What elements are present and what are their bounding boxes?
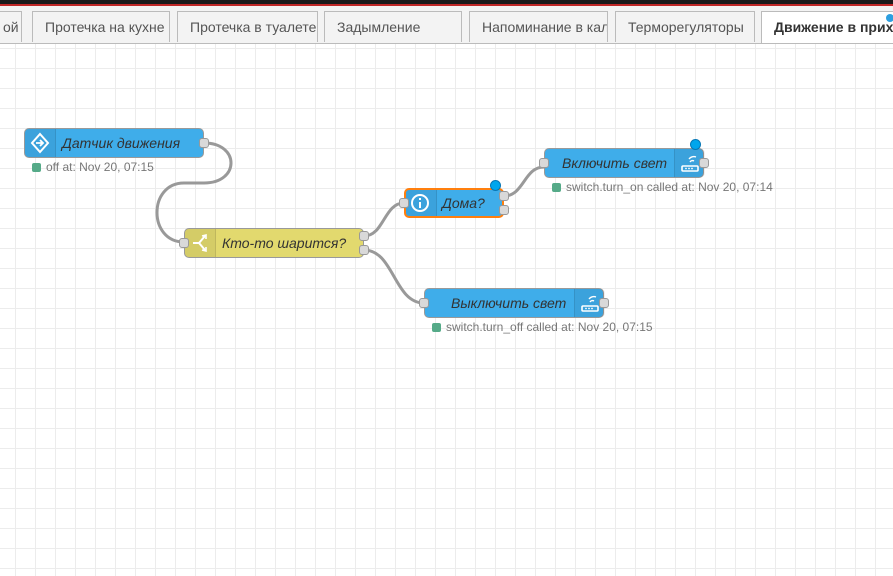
input-port[interactable] — [179, 238, 189, 248]
node-label: Датчик движения — [62, 135, 181, 151]
tab-kitchen-leak[interactable]: Протечка на кухне — [32, 11, 170, 42]
status-text: switch.turn_on called at: Nov 20, 07:14 — [566, 180, 773, 194]
tab-smoke[interactable]: Задымление — [324, 11, 462, 42]
header-accent-line — [0, 4, 893, 6]
node-changed-indicator — [690, 139, 701, 150]
wire-sensor-to-switch[interactable] — [155, 141, 233, 244]
node-label: Выключить свет — [451, 295, 567, 311]
flow-tab-bar: ой Протечка на кухне Протечка в туалете … — [0, 6, 893, 44]
node-icon-area — [25, 129, 56, 157]
output-port-2[interactable] — [359, 245, 369, 255]
status-dot — [32, 163, 41, 172]
node-light-off[interactable]: Выключить свет — [419, 288, 609, 318]
output-port[interactable] — [599, 298, 609, 308]
tab-label: Напоминание в кал — [482, 19, 608, 35]
output-port[interactable] — [699, 158, 709, 168]
node-label: Дома? — [442, 195, 485, 211]
status-dot — [552, 183, 561, 192]
router-icon — [581, 295, 599, 312]
wire-switch-to-home[interactable] — [363, 201, 405, 238]
node-changed-indicator — [490, 180, 501, 191]
input-port[interactable] — [399, 198, 409, 208]
tab-label: ой — [3, 19, 19, 35]
node-label: Кто-то шарится? — [222, 235, 347, 251]
node-status: switch.turn_on called at: Nov 20, 07:14 — [552, 180, 773, 194]
tab-hallway-motion[interactable]: Движение в прих — [761, 11, 893, 43]
node-light-on[interactable]: Включить свет — [539, 148, 709, 178]
tab-label: Протечка на кухне — [45, 19, 165, 35]
tab-toilet-leak[interactable]: Протечка в туалете — [177, 11, 318, 42]
node-home-check[interactable]: Дома? — [399, 188, 509, 218]
tab-label: Движение в прих — [774, 19, 893, 35]
tab-reminder[interactable]: Напоминание в кал — [469, 11, 608, 42]
output-port[interactable] — [199, 138, 209, 148]
node-switch[interactable]: Кто-то шарится? — [179, 228, 369, 258]
arrow-right-box-icon — [30, 132, 50, 154]
status-text: off at: Nov 20, 07:15 — [46, 160, 154, 174]
status-dot — [432, 323, 441, 332]
tab-label: Терморегуляторы — [628, 19, 744, 35]
node-status: off at: Nov 20, 07:15 — [32, 160, 154, 174]
tab-label: Задымление — [337, 19, 421, 35]
info-icon — [411, 194, 429, 212]
flow-workspace[interactable]: Датчик движения off at: Nov 20, 07:15 Кт… — [0, 44, 893, 576]
tab-partial[interactable]: ой — [0, 11, 22, 42]
status-text: switch.turn_off called at: Nov 20, 07:15 — [446, 320, 653, 334]
node-status: switch.turn_off called at: Nov 20, 07:15 — [432, 320, 653, 334]
node-icon-area — [185, 229, 216, 257]
tab-thermostats[interactable]: Терморегуляторы — [615, 11, 755, 42]
node-icon-area — [406, 190, 437, 216]
router-icon — [681, 155, 699, 172]
tab-changed-indicator — [886, 14, 893, 22]
wire-switch-to-light-off[interactable] — [363, 248, 425, 305]
output-port-1[interactable] — [499, 191, 509, 201]
wire-home-to-light-on[interactable] — [503, 165, 545, 198]
output-port-1[interactable] — [359, 231, 369, 241]
node-motion-sensor[interactable]: Датчик движения — [24, 128, 209, 158]
input-port[interactable] — [419, 298, 429, 308]
tab-label: Протечка в туалете — [190, 19, 317, 35]
switch-fork-icon — [193, 233, 207, 253]
output-port-2[interactable] — [499, 205, 509, 215]
input-port[interactable] — [539, 158, 549, 168]
node-label: Включить свет — [562, 155, 667, 171]
top-strip — [0, 0, 893, 6]
